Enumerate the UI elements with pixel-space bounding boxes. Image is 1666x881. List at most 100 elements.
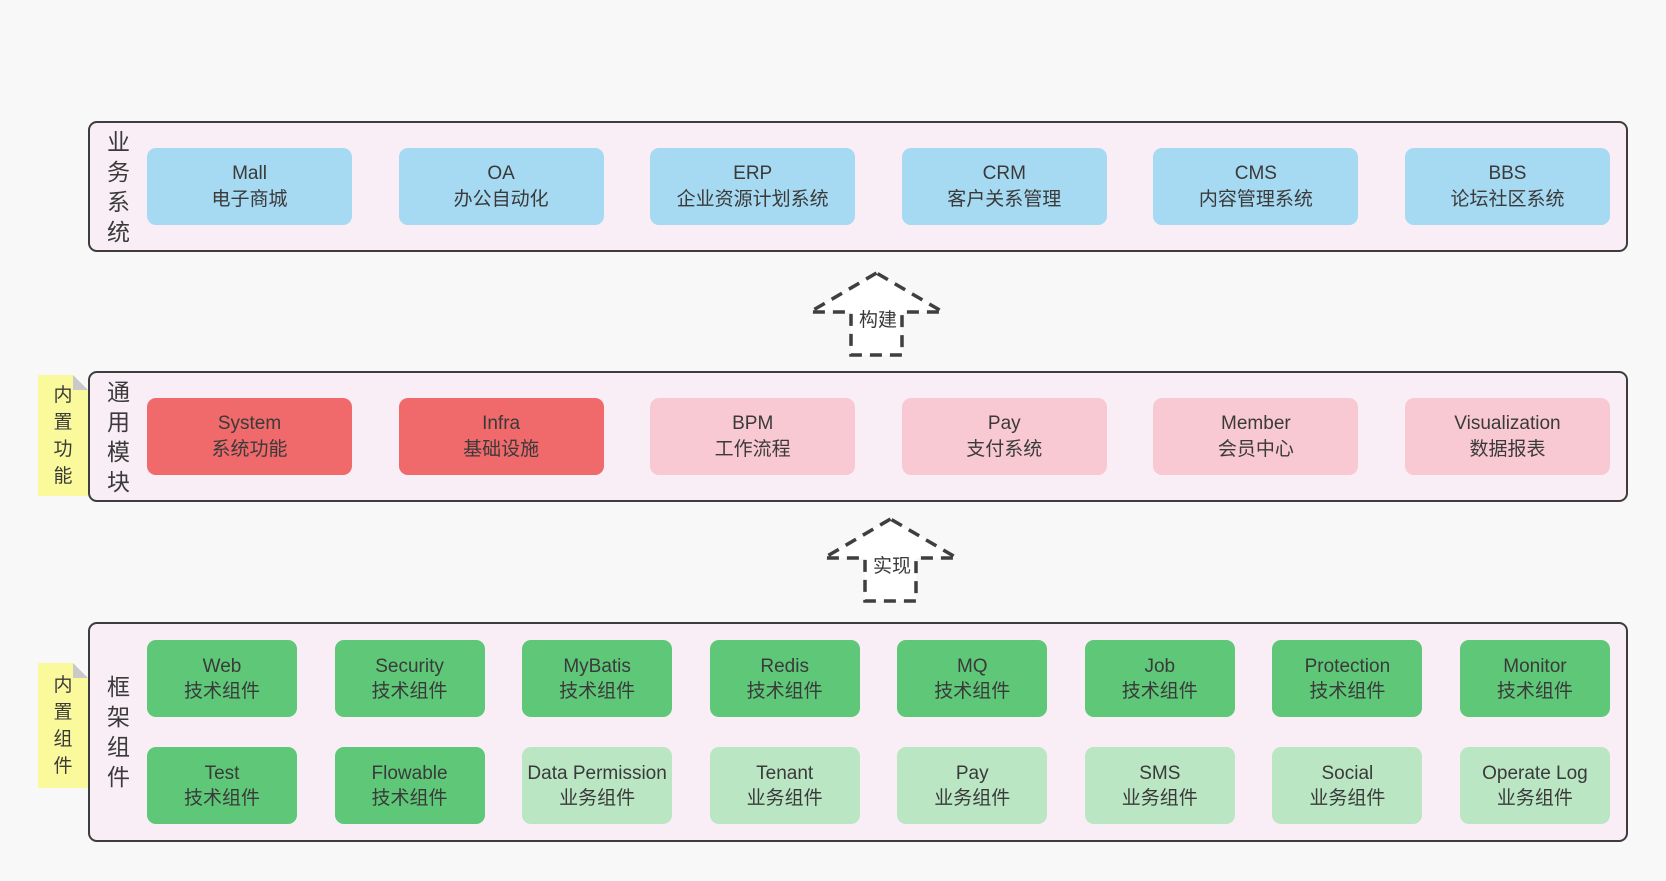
module-box-bpm: BPM 工作流程 [650,398,856,475]
framework-components-panel: 框架组件 Web 技术组件 Security 技术组件 MyBatis 技术组件… [88,622,1628,842]
box-subtitle: 技术组件 [1309,680,1386,702]
business-systems-row: Mall 电子商城 OA 办公自动化 ERP 企业资源计划系统 CRM 客户关系… [147,123,1626,250]
system-box-mall: Mall 电子商城 [147,148,352,225]
component-box-job: Job 技术组件 [1084,640,1235,717]
box-subtitle: 支付系统 [966,438,1043,460]
box-title: Job [1144,655,1176,677]
box-subtitle: 业务组件 [934,787,1011,809]
box-title: Visualization [1454,412,1561,434]
box-title: BPM [732,412,774,434]
box-title: CRM [982,162,1026,184]
box-title: Infra [482,412,521,434]
box-title: OA [487,162,515,184]
component-box-protection: Protection 技术组件 [1272,640,1423,717]
box-subtitle: 办公自动化 [453,188,549,210]
module-box-visualization: Visualization 数据报表 [1404,398,1610,475]
box-title: Test [204,762,240,784]
component-box-mq: MQ 技术组件 [897,640,1048,717]
module-box-system: System 系统功能 [147,398,352,475]
build-arrow-label: 构建 [856,304,901,333]
framework-components-label-wrap: 框架组件 [90,624,147,840]
box-title: Protection [1304,655,1391,677]
system-box-erp: ERP 企业资源计划系统 [650,148,856,225]
box-subtitle: 业务组件 [1309,787,1386,809]
system-box-cms: CMS 内容管理系统 [1153,148,1359,225]
system-box-crm: CRM 客户关系管理 [901,148,1107,225]
component-box-security: Security 技术组件 [334,640,485,717]
box-subtitle: 技术组件 [183,680,260,702]
build-arrow: 构建 [806,270,947,358]
box-subtitle: 技术组件 [746,680,823,702]
builtin-components-note: 内置组件 [38,663,88,788]
builtin-features-note-label: 内置功能 [53,384,73,487]
module-box-member: Member 会员中心 [1153,398,1359,475]
note-paper [38,375,88,496]
box-subtitle: 业务组件 [1121,787,1198,809]
component-box-pay: Pay 业务组件 [897,747,1048,824]
system-box-bbs: BBS 论坛社区系统 [1404,148,1610,225]
box-title: Social [1321,762,1374,784]
box-title: MQ [956,655,988,677]
box-title: Monitor [1503,655,1567,677]
box-title: Mall [232,162,267,184]
framework-components-label: 框架组件 [107,674,130,790]
box-subtitle: 企业资源计划系统 [676,188,829,210]
component-box-flowable: Flowable 技术组件 [334,747,485,824]
box-subtitle: 会员中心 [1217,438,1294,460]
box-title: Redis [760,655,809,677]
component-box-web: Web 技术组件 [147,640,297,717]
box-subtitle: 电子商城 [211,188,288,210]
component-box-data-permission: Data Permission 业务组件 [522,747,673,824]
common-modules-label-wrap: 通用模块 [90,373,147,500]
box-subtitle: 技术组件 [1496,680,1573,702]
component-box-redis: Redis 技术组件 [709,640,860,717]
box-title: Member [1221,412,1291,434]
box-title: Data Permission [527,762,667,784]
box-subtitle: 基础设施 [463,438,540,460]
box-title: BBS [1488,162,1527,184]
module-box-pay: Pay 支付系统 [901,398,1107,475]
system-box-oa: OA 办公自动化 [398,148,604,225]
box-subtitle: 技术组件 [559,680,636,702]
component-box-operate-log: Operate Log 业务组件 [1459,747,1610,824]
framework-components-rows: Web 技术组件 Security 技术组件 MyBatis 技术组件 Redi… [147,624,1626,840]
component-box-social: Social 业务组件 [1272,747,1423,824]
builtin-features-note: 内置功能 [38,375,88,496]
box-title: MyBatis [563,655,631,677]
box-subtitle: 业务组件 [746,787,823,809]
box-title: CMS [1234,162,1277,184]
business-systems-panel: 业务系统 Mall 电子商城 OA 办公自动化 ERP 企业资源计划系统 CRM… [88,121,1628,252]
box-subtitle: 技术组件 [934,680,1011,702]
component-box-monitor: Monitor 技术组件 [1459,640,1610,717]
implement-arrow-label: 实现 [870,550,915,579]
builtin-components-note-label: 内置组件 [53,674,73,777]
component-box-test: Test 技术组件 [147,747,297,824]
framework-components-row-1: Web 技术组件 Security 技术组件 MyBatis 技术组件 Redi… [147,640,1610,717]
box-subtitle: 客户关系管理 [947,188,1062,210]
box-title: ERP [733,162,773,184]
box-subtitle: 内容管理系统 [1198,188,1313,210]
module-box-infra: Infra 基础设施 [398,398,604,475]
box-title: Web [202,655,242,677]
box-subtitle: 数据报表 [1469,438,1546,460]
box-subtitle: 技术组件 [371,680,448,702]
box-title: Operate Log [1482,762,1588,784]
box-subtitle: 系统功能 [211,438,288,460]
box-title: System [217,412,282,434]
business-systems-label-wrap: 业务系统 [90,123,147,250]
common-modules-label: 通用模块 [107,378,130,495]
note-paper [38,663,88,788]
box-subtitle: 论坛社区系统 [1450,188,1565,210]
box-subtitle: 技术组件 [183,787,260,809]
box-subtitle: 技术组件 [371,787,448,809]
component-box-mybatis: MyBatis 技术组件 [522,640,673,717]
box-subtitle: 业务组件 [559,787,636,809]
box-title: Security [375,655,444,677]
framework-components-row-2: Test 技术组件 Flowable 技术组件 Data Permission … [147,747,1610,824]
common-modules-panel: 通用模块 System 系统功能 Infra 基础设施 BPM 工作流程 Pay… [88,371,1628,502]
box-subtitle: 技术组件 [1121,680,1198,702]
box-subtitle: 业务组件 [1496,787,1573,809]
box-title: SMS [1139,762,1181,784]
component-box-sms: SMS 业务组件 [1084,747,1235,824]
component-box-tenant: Tenant 业务组件 [709,747,860,824]
